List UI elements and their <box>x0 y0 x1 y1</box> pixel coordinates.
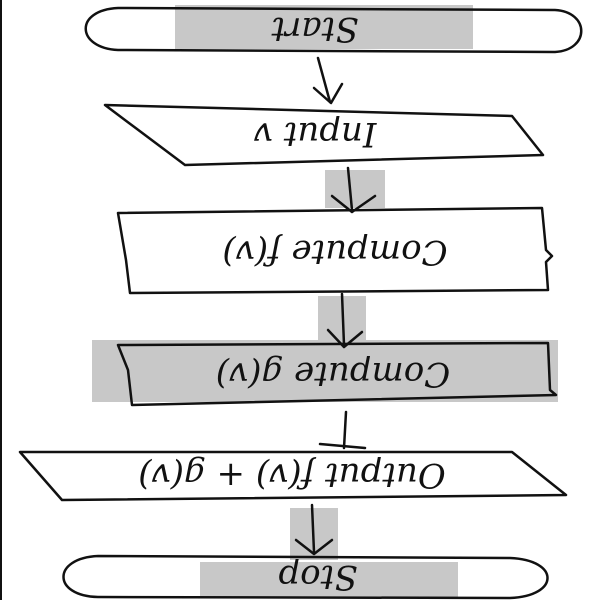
arrow-input-to-compute-f <box>330 166 377 214</box>
start-terminator <box>84 6 583 54</box>
arrow-compute-g-to-output <box>318 410 367 450</box>
start-highlight <box>175 5 473 49</box>
stop-text: Stop <box>278 557 357 597</box>
output-text-group: Output f(v) + g(v) <box>138 455 446 495</box>
compute-g-highlight <box>92 340 558 402</box>
arrow-output-to-stop <box>294 503 334 556</box>
stop-text-group: Stop <box>278 557 357 597</box>
input-text-group: Input v <box>254 114 378 154</box>
start-text-group: Start <box>271 9 358 49</box>
compute-f-text: Compute f(v) <box>222 232 447 272</box>
compute-g-process <box>116 341 558 407</box>
start-text: Start <box>271 9 358 49</box>
input-parallelogram <box>103 103 545 167</box>
input-text: Input v <box>254 114 378 154</box>
output-text: Output f(v) + g(v) <box>138 455 446 495</box>
arrow-2-highlight <box>325 170 385 208</box>
compute-g-text: Compute g(v) <box>216 354 450 394</box>
output-parallelogram <box>18 450 568 502</box>
arrow-start-to-input <box>312 56 344 105</box>
compute-f-process <box>116 206 554 295</box>
stop-highlight <box>200 562 458 598</box>
compute-f-text-group: Compute f(v) <box>222 232 447 272</box>
compute-g-text-group: Compute g(v) <box>216 354 450 394</box>
arrow-compute-f-to-compute-g <box>326 292 364 349</box>
stop-terminator <box>62 554 549 600</box>
